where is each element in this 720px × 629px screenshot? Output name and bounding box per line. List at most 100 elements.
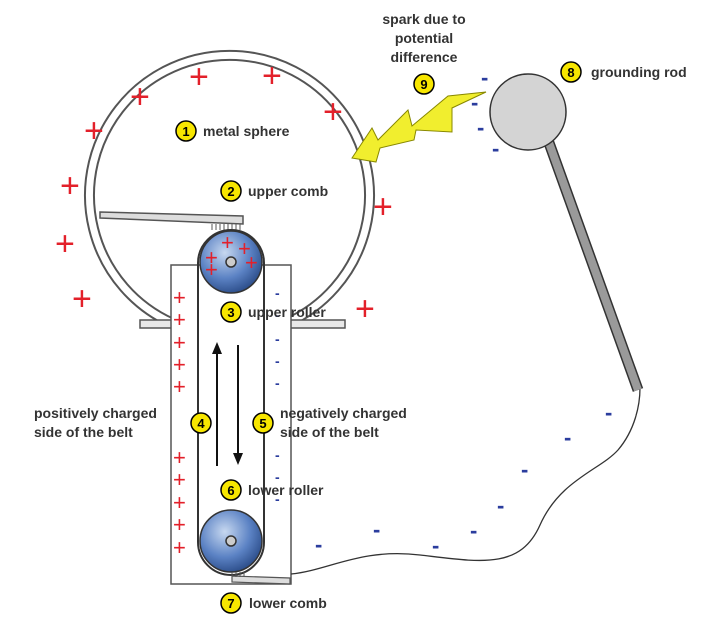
plus-sign: + [173,330,186,355]
badge-1-number: 1 [182,124,189,139]
badge-3-number: 3 [227,305,234,320]
minus-sign: - [373,517,380,542]
plus-sign: + [262,57,282,95]
minus-sign: - [477,115,484,140]
ball-negative-charges: - - - - [471,65,499,161]
metal-sphere-label: metal sphere [203,123,290,139]
minus-sign: - [275,331,280,347]
plus-sign: + [173,512,186,537]
sphere-positive-charges: + + + + + + + + + + [55,57,393,328]
badge-1 [175,120,197,142]
minus-sign: - [275,285,280,301]
badge-8-number: 8 [567,65,574,80]
plus-sign: + [55,225,75,263]
badge-7 [220,592,242,614]
badge-7-number: 7 [227,596,234,611]
metal-sphere-shell-inner [86,51,373,327]
plus-sign: + [245,250,258,275]
minus-sign: - [275,375,280,391]
plus-sign: + [238,236,251,261]
plus-sign: + [221,230,234,255]
upper-roller-axle [225,256,237,268]
belt-positive-charges: + + + + + + + + + + [173,285,186,560]
badge-9-number: 9 [420,77,427,92]
upper-comb-label: upper comb [248,183,328,199]
plus-sign: + [173,535,186,560]
grounding-rod-stem-fill [544,138,642,392]
minus-sign: - [605,400,612,425]
plus-sign: + [60,167,80,205]
belt-down-arrow [233,345,243,465]
minus-sign: - [275,353,280,369]
plus-sign: + [173,490,186,515]
minus-sign: - [432,533,439,558]
label-positive-side: positively charged side of the belt 4 [34,405,212,440]
positive-side-label-line1: positively charged [34,405,157,421]
spark-label-line1: spark due to [382,11,465,27]
belt [197,229,265,576]
wire-negative-charges: - - - - - - - - [315,400,612,558]
minus-sign: - [315,532,322,557]
lower-comb-teeth [231,572,245,577]
label-lower-roller: 6 lower roller [220,479,324,501]
minus-sign: - [564,425,571,450]
plus-sign: + [173,285,186,310]
plus-sign: + [130,78,150,116]
plus-sign: + [173,445,186,470]
badge-4-number: 4 [197,416,205,431]
belt-up-arrow [212,342,222,466]
plus-sign: + [72,280,92,318]
minus-sign: - [492,136,499,161]
minus-sign: - [275,447,280,463]
badge-2 [220,180,242,202]
label-negative-side: 5 negatively charged side of the belt [252,405,407,440]
badge-4 [190,412,212,434]
badge-6-number: 6 [227,483,234,498]
lower-comb [231,575,291,585]
sphere-left-flange [139,319,173,329]
plus-sign: + [173,307,186,332]
badge-2-number: 2 [227,184,234,199]
plus-sign: + [189,58,209,96]
lower-roller-axle [225,535,237,547]
minus-sign: - [275,491,280,507]
badge-8 [560,61,582,83]
plus-sign: + [323,93,343,131]
plus-sign: + [173,352,186,377]
label-grounding-rod: 8 grounding rod [560,61,687,83]
plus-sign: + [205,257,218,282]
lower-roller-label: lower roller [248,482,324,498]
minus-sign: - [481,65,488,90]
label-lower-comb: 7 lower comb [220,592,327,614]
upper-roller-charges: + + + + + [205,230,258,282]
minus-sign: - [275,469,280,485]
badge-9 [413,73,435,95]
badge-5 [252,412,274,434]
spark-bolt [351,91,487,163]
label-spark: spark due to potential difference 9 [382,11,466,95]
upper-comb [99,211,244,225]
negative-side-label-line2: side of the belt [280,424,379,440]
plus-sign: + [205,245,218,270]
badge-5-number: 5 [259,416,266,431]
minus-sign: - [521,457,528,482]
lower-comb-label: lower comb [249,595,327,611]
label-upper-roller: 3 upper roller [220,301,326,323]
plus-sign: + [173,374,186,399]
sphere-right-flange [286,319,346,329]
grounding-rod-ball [489,73,567,151]
minus-sign: - [275,307,280,323]
upper-comb-teeth [211,224,241,230]
label-upper-comb: 2 upper comb [220,180,328,202]
minus-sign: - [497,493,504,518]
plus-sign: + [355,290,375,328]
spark-label-line2: potential [395,30,453,46]
plus-sign: + [84,112,104,150]
plus-sign: + [173,467,186,492]
positive-side-label-line2: side of the belt [34,424,133,440]
minus-sign: - [471,90,478,115]
badge-3 [220,301,242,323]
upper-roller-label: upper roller [248,304,326,320]
grounding-rod-label: grounding rod [591,64,687,80]
